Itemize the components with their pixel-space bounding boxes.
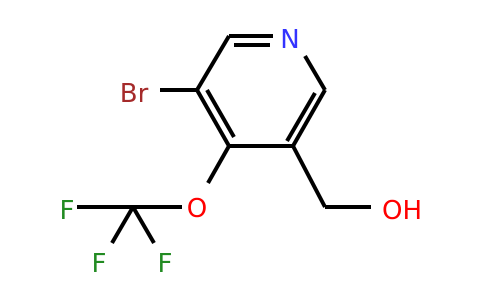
bond-c3-c2	[195, 34, 231, 92]
atom-oxygen-ether: O	[187, 194, 207, 224]
bond-c6-c5-inner	[285, 91, 317, 143]
bond-cf3-f-bottom-right	[131, 205, 156, 245]
atom-hydroxyl: OH	[382, 196, 422, 226]
atom-nitrogen: N	[280, 25, 299, 55]
atom-bromine: Br	[120, 79, 149, 109]
bond-c4-o	[206, 145, 231, 184]
atom-labels: N Br O F F F OH	[60, 25, 422, 279]
atom-fluorine-bottom-right: F	[158, 249, 173, 279]
bond-c5-ch2	[291, 145, 327, 208]
bond-c4-c3-inner	[205, 89, 236, 138]
bond-c6-c5	[291, 89, 327, 147]
bond-n1-c6	[303, 54, 327, 92]
bonds	[77, 34, 371, 245]
atom-fluorine-bottom-left: F	[92, 249, 107, 279]
bond-c4-c3	[195, 89, 231, 147]
atom-fluorine-left: F	[60, 196, 75, 226]
bond-cf3-f-bottom-left	[110, 205, 135, 245]
